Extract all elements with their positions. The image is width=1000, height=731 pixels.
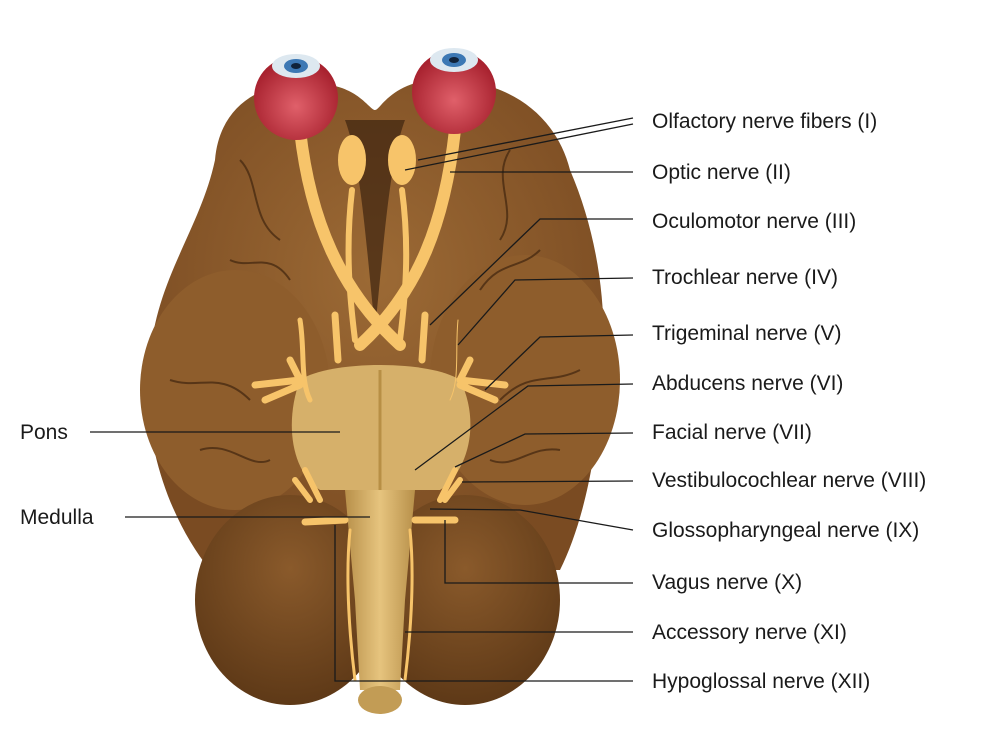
label-vestibulocochlear-nerve: Vestibulocochlear nerve (VIII) — [652, 469, 927, 492]
label-optic-nerve: Optic nerve (II) — [652, 161, 791, 184]
label-glossopharyngeal-nerve: Glossopharyngeal nerve (IX) — [652, 519, 920, 542]
label-olfactory-nerve: Olfactory nerve fibers (I) — [652, 110, 878, 133]
leader-lines — [90, 117, 634, 682]
brainstem — [291, 365, 471, 714]
right-temporal-lobe — [430, 255, 620, 505]
label-accessory-nerve: Accessory nerve (XI) — [652, 621, 847, 644]
label-vagus-nerve: Vagus nerve (X) — [652, 571, 803, 594]
label-oculomotor-nerve: Oculomotor nerve (III) — [652, 210, 857, 233]
label-hypoglossal-nerve: Hypoglossal nerve (XII) — [652, 670, 871, 693]
label-trigeminal-nerve: Trigeminal nerve (V) — [652, 322, 842, 345]
label-pons: Pons — [20, 421, 68, 444]
label-trochlear-nerve: Trochlear nerve (IV) — [652, 266, 838, 289]
left-olfactory-bulb — [338, 135, 366, 185]
right-olfactory-bulb — [388, 135, 416, 185]
cerebellum — [195, 495, 560, 705]
left-eye — [254, 54, 338, 140]
label-medulla: Medulla — [20, 506, 94, 529]
right-cerebellar-hemisphere — [370, 495, 560, 705]
left-temporal-lobe — [140, 270, 330, 510]
label-facial-nerve: Facial nerve (VII) — [652, 421, 812, 444]
medulla — [345, 490, 415, 690]
cranial-nerves — [251, 124, 509, 682]
left-cerebellar-hemisphere — [195, 495, 385, 705]
label-abducens-nerve: Abducens nerve (VI) — [652, 372, 844, 395]
right-eye — [412, 48, 496, 134]
